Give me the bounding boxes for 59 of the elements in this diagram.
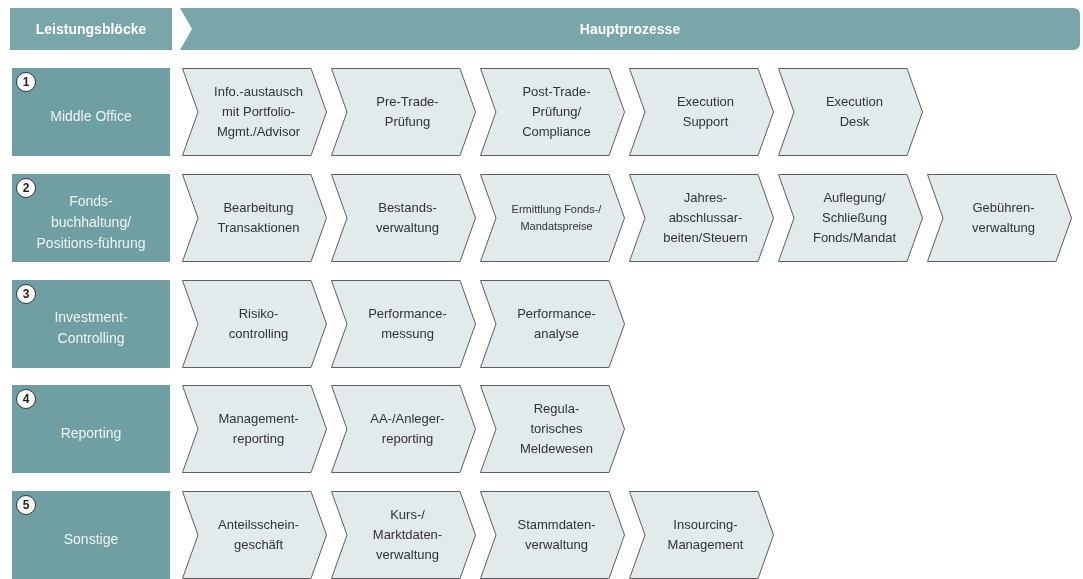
category-box: [12, 174, 170, 262]
number-badge: 5: [16, 495, 36, 515]
process-step-box: [182, 385, 327, 473]
process-step-box: [778, 68, 923, 156]
process-step-box: [331, 280, 476, 368]
category-box: [12, 68, 170, 156]
category-label: Sonstige: [62, 529, 120, 549]
category-box: [12, 280, 170, 368]
process-label: Kurs-/ Marktdaten-verwaltung: [371, 506, 444, 564]
category-label: Fonds-buchhaltung/ Positions-führung: [35, 191, 147, 253]
process-step-box: [480, 385, 625, 473]
number-badge: 3: [16, 284, 36, 304]
process-step-box: [927, 174, 1072, 262]
process-label: Pre-Trade-Prüfung: [375, 93, 440, 131]
category-label: Reporting: [59, 423, 123, 443]
process-step-box: [331, 491, 476, 579]
process-step-box: [480, 68, 625, 156]
process-label: AA-/Anleger-reporting: [369, 410, 446, 448]
process-step-box: [331, 385, 476, 473]
process-label: Bearbeitung Transaktionen: [216, 199, 301, 237]
column-header-band: Hauptprozesse: [180, 8, 1080, 50]
process-label: Gebühren-verwaltung: [971, 199, 1036, 237]
process-label: Risiko-controlling: [227, 305, 290, 343]
process-label: Execution Support: [675, 93, 736, 131]
number-badge: 1: [16, 72, 36, 92]
category-box: [12, 385, 170, 473]
category-box: [12, 491, 170, 579]
process-label: Insourcing-Management: [666, 516, 745, 554]
process-label: Bestands-verwaltung: [375, 199, 440, 237]
number-badge: 2: [16, 178, 36, 198]
process-step-box: [331, 174, 476, 262]
process-step-box: [480, 491, 625, 579]
process-step-box: [778, 174, 923, 262]
process-step-box: [182, 174, 327, 262]
process-label: Performance-messung: [367, 305, 448, 343]
category-label: Middle Office: [49, 106, 133, 126]
process-step-box: [629, 68, 774, 156]
process-label: Execution Desk: [824, 93, 885, 131]
process-label: Management-reporting: [217, 410, 300, 448]
category-label: Investment-Controlling: [53, 308, 129, 348]
process-step-box: [480, 174, 625, 262]
process-step-box: [629, 491, 774, 579]
process-label: Anteilsschein-geschäft: [217, 516, 300, 554]
process-label: Stammdaten-verwaltung: [516, 516, 597, 554]
process-label: Post-Trade-Prüfung/ Compliance: [521, 83, 592, 141]
process-label: Performance-analyse: [516, 305, 597, 343]
process-label: Ermittlung Fonds-/ Mandatspreise: [510, 202, 603, 234]
process-step-box: [331, 68, 476, 156]
process-label: Regula-torisches Meldewesen: [519, 400, 594, 458]
number-badge: 4: [16, 389, 36, 409]
process-label: Auflegung/ Schließung Fonds/Mandat: [811, 189, 898, 247]
process-step-box: [182, 68, 327, 156]
process-step-box: [480, 280, 625, 368]
process-step-box: [182, 280, 327, 368]
process-label: Info.-austausch mit Portfolio-Mgmt./Advisor: [213, 83, 304, 141]
process-step-box: [182, 491, 327, 579]
column-header: Leistungsblöcke: [10, 8, 172, 50]
process-label: Jahres-abschlussar-beiten/Steuern: [662, 189, 749, 247]
process-step-box: [629, 174, 774, 262]
